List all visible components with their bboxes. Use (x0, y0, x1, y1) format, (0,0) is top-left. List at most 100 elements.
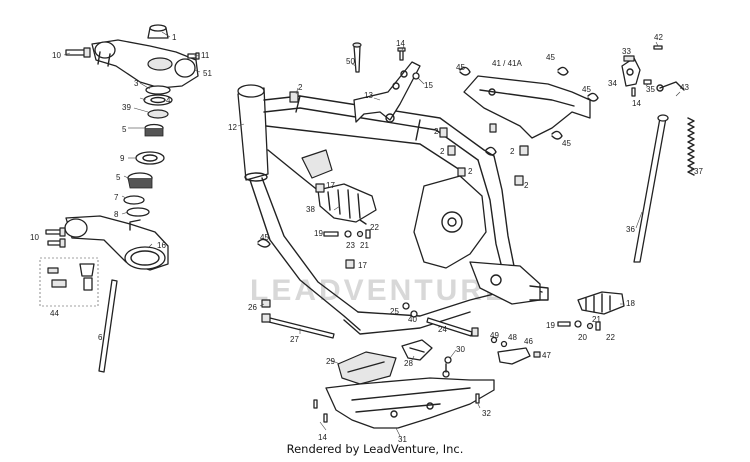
callout-41-41a: 41 / 41A (492, 59, 522, 68)
callout-28: 28 (404, 359, 413, 368)
callout-45-b: 45 (546, 53, 555, 62)
callout-35: 35 (646, 85, 655, 94)
bracket-13 (353, 61, 421, 123)
callout-2-c: 2 (440, 147, 445, 156)
callout-39: 39 (122, 103, 131, 112)
decal-kit-44 (39, 257, 99, 307)
bottom-triple-clamp (64, 215, 169, 271)
bracket-28 (401, 339, 433, 361)
callout-34: 34 (608, 79, 617, 88)
guard-29 (337, 351, 397, 385)
callout-14-bottom: 14 (318, 433, 327, 442)
callout-13: 13 (364, 91, 373, 100)
callout-2-b: 2 (434, 127, 439, 136)
callout-20: 20 (578, 333, 587, 342)
callout-10-bottom: 10 (30, 233, 39, 242)
footpeg-pin-right (557, 320, 601, 331)
callout-5-upper: 5 (122, 125, 127, 134)
callout-2-a: 2 (298, 83, 303, 92)
callout-27: 27 (290, 335, 299, 344)
callout-18: 18 (626, 299, 635, 308)
callout-37: 37 (694, 167, 703, 176)
callout-6: 6 (98, 333, 103, 342)
callout-32: 32 (482, 409, 491, 418)
screw-42 (653, 45, 663, 50)
callout-5-lower: 5 (116, 173, 121, 182)
callout-45-e: 45 (260, 233, 269, 242)
screw-14-top (397, 47, 406, 61)
screw-32 (475, 393, 480, 404)
clamps-45 (257, 66, 599, 248)
callout-7: 7 (114, 193, 119, 202)
footpeg-left-38 (315, 183, 377, 269)
callout-43: 43 (680, 83, 689, 92)
callout-45-a: 45 (456, 63, 465, 72)
side-stand-36 (633, 114, 669, 263)
bolts-10-bottom (45, 227, 66, 248)
callout-48: 48 (508, 333, 517, 342)
callout-8: 8 (114, 210, 119, 219)
leader-lines (63, 31, 693, 437)
spring-hook-43 (656, 81, 685, 92)
stand-bracket-34 (621, 55, 641, 87)
callout-36: 36 (626, 225, 635, 234)
callout-45-c: 45 (582, 85, 591, 94)
callout-51: 51 (203, 69, 212, 78)
callout-11: 11 (201, 51, 210, 60)
footpeg-right-18 (577, 291, 625, 315)
callout-24: 24 (438, 325, 447, 334)
callout-2-f: 2 (524, 181, 529, 190)
callout-19-left: 19 (314, 229, 323, 238)
callout-33: 33 (622, 47, 631, 56)
callout-50: 50 (346, 57, 355, 66)
callout-12: 12 (228, 123, 237, 132)
number-plate-41 (463, 75, 591, 139)
main-frame (237, 84, 549, 335)
callout-labels: 1 10 11 51 3 4 39 5 9 5 7 8 10 16 44 6 1… (30, 33, 703, 444)
callout-22-left: 22 (370, 223, 379, 232)
bolt-27 (261, 313, 335, 339)
cap-1 (147, 24, 169, 39)
callout-9: 9 (120, 154, 125, 163)
brackets-30 (442, 356, 452, 378)
callout-30: 30 (456, 345, 465, 354)
callout-21-right: 21 (592, 315, 601, 324)
callout-26: 26 (248, 303, 257, 312)
callout-16: 16 (157, 241, 166, 250)
callout-2-e: 2 (468, 167, 473, 176)
callout-45-d: 45 (562, 139, 571, 148)
watermark-text: LEADVENTURE (250, 274, 508, 307)
callout-22-right: 22 (606, 333, 615, 342)
pivot-35 (643, 79, 652, 85)
stem-bearing-stack (123, 85, 173, 217)
rendered-by-footer: Rendered by LeadVenture, Inc. (286, 442, 464, 456)
top-triple-clamp (91, 39, 199, 89)
callout-29: 29 (326, 357, 335, 366)
callout-46: 46 (524, 337, 533, 346)
callout-49: 49 (490, 331, 499, 340)
screws-14-bottom (313, 399, 328, 423)
callout-14-top: 14 (396, 39, 405, 48)
callout-21-left: 21 (360, 241, 369, 250)
skid-plate-31 (325, 377, 495, 429)
callout-14-stand: 14 (632, 99, 641, 108)
callout-19-right: 19 (546, 321, 555, 330)
screw-11 (187, 52, 200, 60)
callout-3: 3 (134, 79, 139, 88)
callout-23: 23 (346, 241, 355, 250)
nut-26 (261, 299, 271, 308)
clip-nuts (289, 91, 529, 186)
washers-25-40 (402, 302, 418, 318)
callout-44: 44 (50, 309, 59, 318)
callout-4: 4 (166, 96, 171, 105)
callout-1: 1 (172, 33, 177, 42)
bracket-46-47 (490, 336, 541, 365)
callout-2-d: 2 (510, 147, 515, 156)
callout-47: 47 (542, 351, 551, 360)
steering-stem-6 (98, 279, 118, 373)
bolt-10-top (65, 47, 91, 58)
spring-37 (687, 117, 695, 176)
nut-15 (412, 72, 420, 80)
callout-15: 15 (424, 81, 433, 90)
